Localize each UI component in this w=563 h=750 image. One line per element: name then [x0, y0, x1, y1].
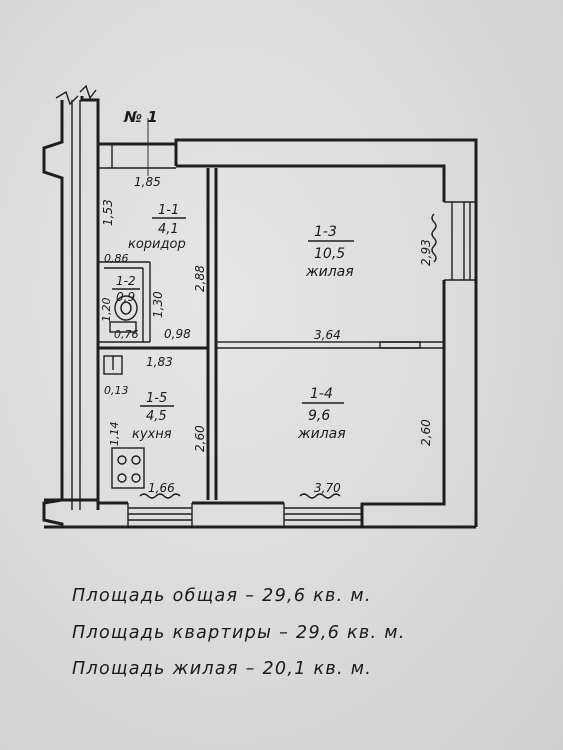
room-name: коридор	[128, 237, 186, 252]
apartment-area-line: Площадь квартиры – 29,6 кв. м.	[72, 623, 406, 643]
dimension-label: 2,60	[193, 425, 207, 452]
room-area: 9,6	[308, 408, 330, 424]
dimension-label: 0,98	[164, 327, 191, 341]
room-id: 1-5	[146, 391, 167, 406]
radiator-marks	[139, 213, 437, 499]
room-area: 10,5	[314, 246, 345, 262]
dimension-label: 1,53	[101, 199, 115, 226]
interior-walls	[98, 118, 444, 500]
room-area: 4,5	[146, 409, 167, 424]
dimension-label: 1,20	[100, 298, 113, 323]
room-1-1: 1-1 4,1 коридор	[128, 203, 186, 252]
dimension-label: 1,14	[108, 422, 121, 447]
room-id: 1-2	[116, 274, 136, 288]
dimension-labels: 1,85 1,53 0,86 1,20 0,76 1,30 0,98 2,88 …	[100, 175, 433, 495]
room-1-4: 1-4 9,6 жилая	[297, 386, 346, 442]
dimension-label: 0,76	[114, 328, 139, 341]
room-name: жилая	[305, 264, 354, 280]
left-exterior-wall	[42, 84, 476, 529]
dimension-label: 3,70	[314, 481, 341, 495]
bottom-exterior-wall	[98, 501, 444, 527]
room-1-2: 1-2 0,9	[112, 274, 140, 304]
total-area-line: Площадь общая – 29,6 кв. м.	[72, 586, 372, 606]
dimension-label: 1,30	[151, 291, 165, 318]
dimension-label: 2,88	[193, 265, 207, 292]
dimension-label: 2,60	[419, 419, 433, 446]
room-id: 1-1	[158, 203, 179, 218]
dimension-label: 0,86	[104, 252, 129, 265]
dimension-label: 1,66	[148, 481, 175, 495]
room-1-3: 1-3 10,5 жилая	[305, 224, 354, 280]
apartment-number: № 1	[123, 108, 158, 126]
room-name: жилая	[297, 426, 346, 442]
dimension-label: 2,93	[419, 239, 433, 266]
dimension-label: 0,13	[104, 384, 129, 397]
room-id: 1-3	[314, 224, 337, 240]
top-exterior-wall	[98, 138, 478, 527]
dimension-label: 1,85	[134, 175, 161, 189]
dimension-label: 1,83	[146, 355, 173, 369]
room-name: кухня	[132, 427, 172, 442]
room-area: 0,9	[116, 290, 135, 304]
living-area-line: Площадь жилая – 20,1 кв. м.	[72, 659, 373, 679]
dimension-label: 3,64	[314, 328, 341, 342]
room-area: 4,1	[158, 222, 179, 237]
room-1-5: 1-5 4,5 кухня	[132, 391, 174, 442]
room-id: 1-4	[310, 386, 333, 402]
